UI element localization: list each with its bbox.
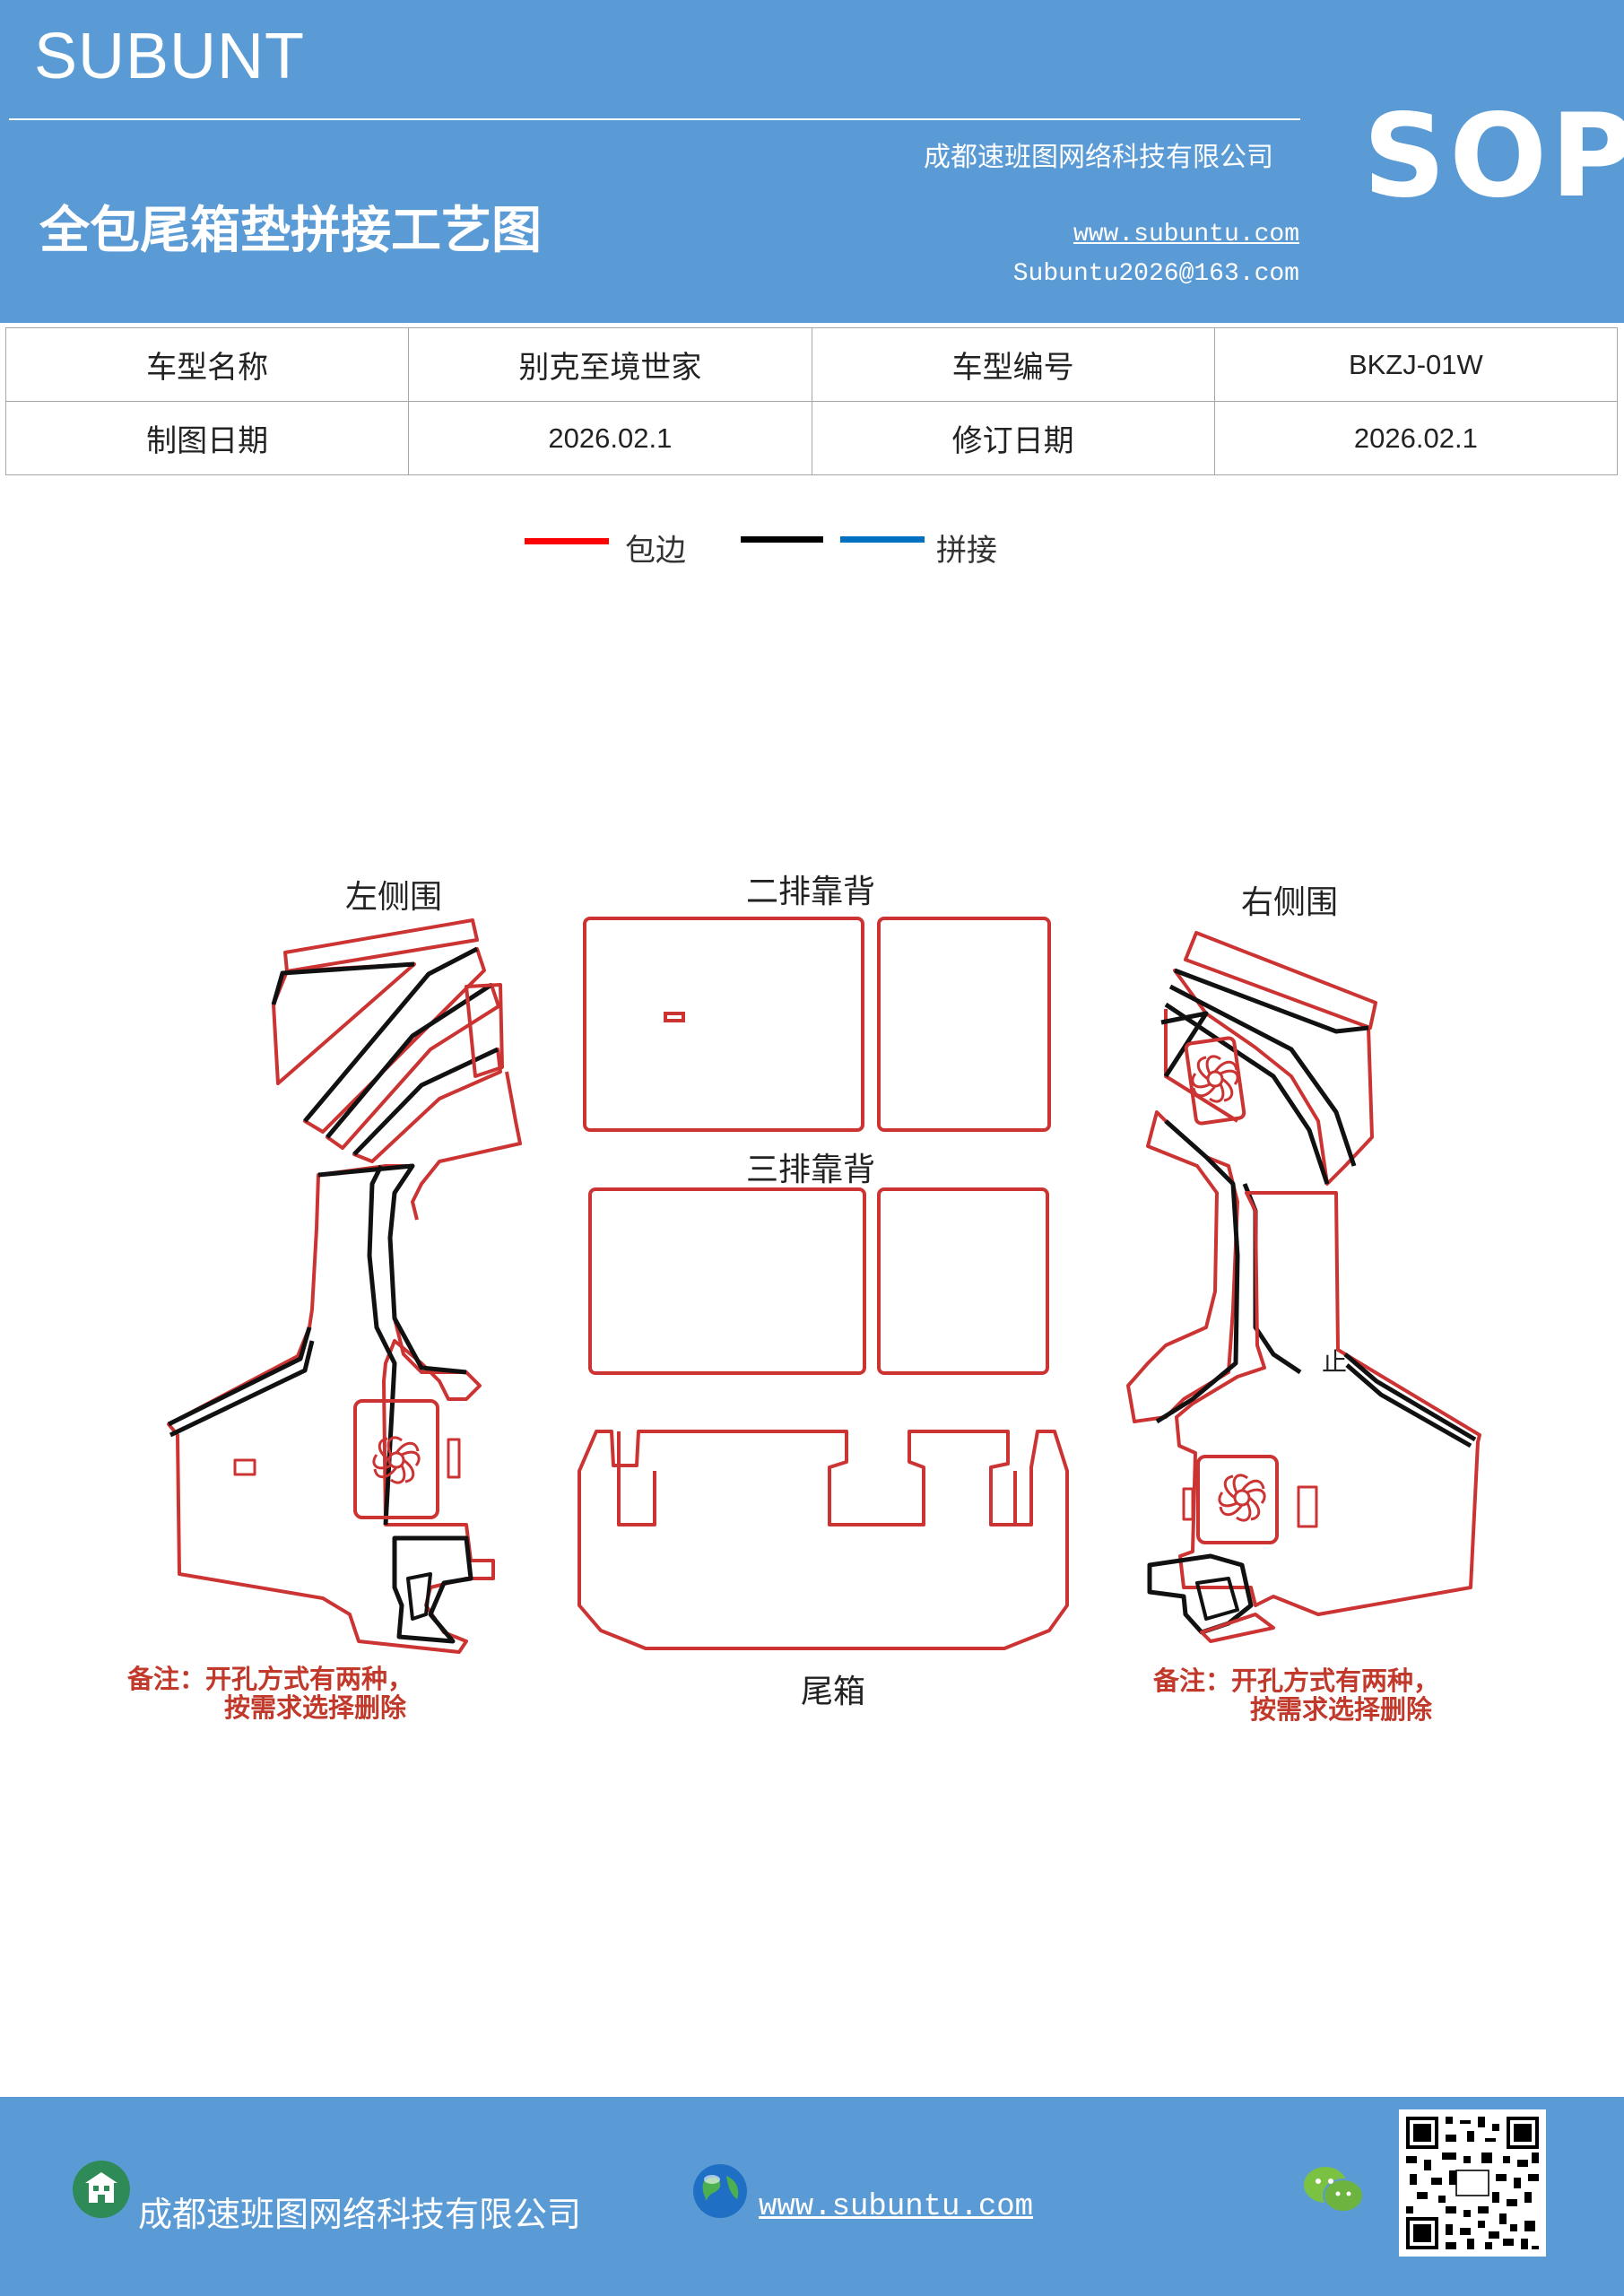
note-right-line2: 按需求选择删除	[1250, 1694, 1433, 1725]
table-row: 制图日期 2026.02.1 修订日期 2026.02.1	[4, 401, 1619, 475]
table-cell: 修订日期	[811, 401, 1215, 475]
page-title: 全包尾箱垫拼接工艺图	[39, 201, 542, 260]
label-right-side: 右侧围	[1241, 884, 1338, 921]
table-cell: 别克至境世家	[408, 327, 812, 402]
building-icon	[73, 2161, 130, 2218]
footer-banner: 成都速班图网络科技有限公司 www.subuntu.com	[0, 2097, 1624, 2296]
footer-company-name: 成都速班图网络科技有限公司	[138, 2195, 582, 2234]
vehicle-info-table: 车型名称 别克至境世家 车型编号 BKZJ-01W 制图日期 2026.02.1…	[4, 327, 1619, 475]
website-link[interactable]: www.subuntu.com	[1073, 221, 1299, 248]
qr-code[interactable]	[1399, 2109, 1546, 2257]
note-left-line2: 按需求选择删除	[224, 1692, 407, 1723]
wechat-icon	[1304, 2167, 1364, 2213]
label-third-row: 三排靠背	[746, 1152, 875, 1188]
table-cell: 车型编号	[811, 327, 1215, 402]
email-address: Subuntu2026@163.com	[1012, 260, 1299, 288]
table-cell: 车型名称	[4, 327, 410, 402]
table-cell: 制图日期	[4, 401, 410, 475]
legend-edge-swatch	[525, 538, 609, 544]
right-side-panel	[1126, 931, 1481, 1643]
third-row-backrest	[588, 1187, 1049, 1375]
legend-seam-label: 拼接	[936, 533, 997, 569]
globe-icon	[693, 2164, 747, 2218]
label-second-row: 二排靠背	[746, 874, 875, 910]
note-right-line1: 备注：开孔方式有两种，	[1152, 1665, 1439, 1696]
legend-edge-label: 包边	[625, 533, 686, 569]
left-side-panel	[167, 918, 522, 1654]
company-name: 成都速班图网络科技有限公司	[924, 142, 1273, 173]
sop-badge: SOP	[1363, 90, 1624, 223]
legend-seam-blue-swatch	[840, 536, 925, 543]
header-divider	[9, 118, 1300, 120]
table-cell: 2026.02.1	[408, 401, 812, 475]
footer-website-link[interactable]: www.subuntu.com	[759, 2190, 1034, 2224]
trunk-mat	[578, 1430, 1069, 1650]
table-cell: 2026.02.1	[1213, 401, 1619, 475]
note-left-line1: 备注：开孔方式有两种，	[126, 1664, 413, 1694]
label-left-side: 左侧围	[345, 879, 442, 916]
label-stop-mark: 止	[1322, 1347, 1347, 1377]
legend: 包边 拼接	[0, 531, 1624, 569]
brand-name: SUBUNT	[34, 21, 306, 92]
table-row: 车型名称 别克至境世家 车型编号 BKZJ-01W	[4, 327, 1619, 402]
legend-seam-black-swatch	[741, 536, 823, 543]
second-row-backrest	[583, 917, 1051, 1132]
header-banner: SUBUNT 成都速班图网络科技有限公司 全包尾箱垫拼接工艺图 www.subu…	[0, 0, 1624, 323]
table-cell: BKZJ-01W	[1213, 327, 1619, 402]
label-trunk: 尾箱	[801, 1674, 865, 1710]
